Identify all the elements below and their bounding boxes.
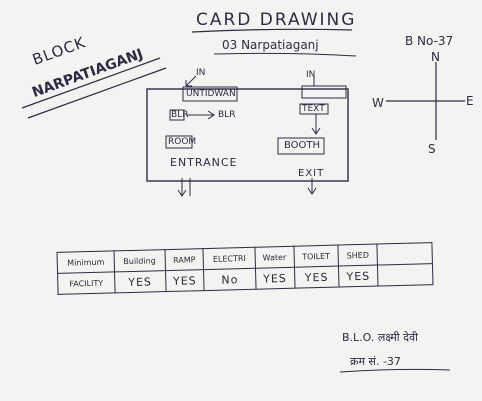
room-label-bottom: ROOM [168, 137, 197, 147]
table-cell: SHED [338, 244, 378, 267]
signature-underline [339, 368, 451, 373]
table-cell: YES [338, 265, 379, 288]
entrance-label: ENTRANCE [170, 156, 238, 169]
table-cell: YES [165, 269, 205, 292]
table-cell: Building [113, 249, 166, 272]
block-underline [21, 57, 161, 109]
table-cell: RAMP [164, 248, 204, 271]
blo-signature-name: B.L.O. लक्ष्मी देवी [342, 331, 418, 344]
in-label-right: IN [306, 70, 316, 80]
exit-label: EXIT [298, 168, 325, 179]
entrance-arrow-1 [177, 178, 187, 197]
table-cell: YES [294, 266, 340, 289]
in-label-left: IN [196, 68, 206, 78]
blr-arrow-label: BLR [218, 110, 236, 120]
blr-arrow [186, 110, 215, 120]
facility-table-wrap: Minimum Building RAMP ELECTRI Water TOIL… [57, 242, 433, 295]
right-box-top [301, 85, 347, 99]
booth-box [277, 137, 325, 155]
table-cell: TOILET [293, 245, 339, 268]
compass-east: E [466, 94, 474, 108]
booth-arrow [311, 114, 321, 135]
booth-label: BOOTH [284, 140, 321, 151]
block-underline-2 [27, 67, 167, 119]
blo-signature-number: क्रम सं. -37 [350, 355, 401, 368]
table-cell: YES [255, 267, 295, 290]
blr-box [169, 109, 185, 121]
room-box-bottom [165, 135, 193, 149]
title-underline [191, 28, 353, 33]
table-cell [377, 263, 433, 287]
compass-west: W [372, 96, 384, 110]
text-box [299, 103, 329, 115]
compass-south: S [428, 142, 436, 156]
text-label: TEXT [302, 104, 325, 114]
table-cell: ELECTRI [203, 247, 256, 270]
table-cell: Minimum [57, 250, 115, 274]
booth-number: B No-37 [405, 34, 454, 48]
subtitle-underline [213, 52, 357, 57]
room-box-top [182, 86, 238, 102]
table-cell: FACILITY [57, 271, 116, 295]
in-arrow-left [185, 75, 197, 87]
room-label-top: UNTIDWAN [186, 89, 236, 99]
table-cell: YES [114, 270, 166, 293]
table-cell [376, 242, 433, 266]
table-cell: Water [254, 246, 295, 269]
page-title: CARD DRAWING [196, 10, 357, 30]
building-outline [146, 88, 349, 182]
compass-north: N [431, 50, 440, 64]
blr-label: BLR [171, 110, 189, 120]
exit-arrow [307, 178, 317, 195]
table-cell: No [203, 268, 256, 291]
page-subtitle: 03 Narpatiaganj [222, 38, 319, 52]
facility-table: Minimum Building RAMP ELECTRI Water TOIL… [57, 242, 434, 295]
